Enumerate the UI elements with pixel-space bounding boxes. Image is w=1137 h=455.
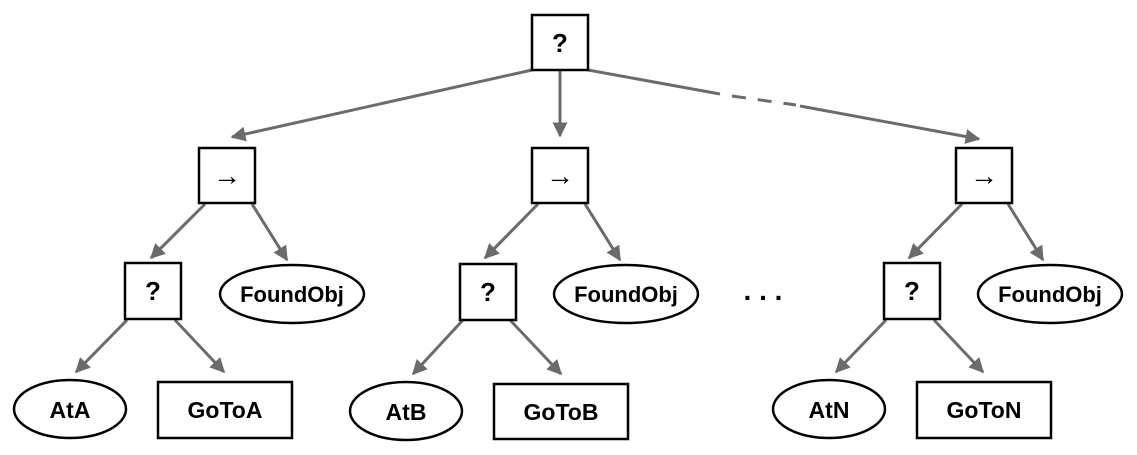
root-label: ? [552, 28, 568, 58]
edge-seq-n-to-found-n [1006, 203, 1045, 262]
fallback-label: ? [145, 276, 161, 306]
goto-action-a: GoToA [156, 380, 294, 440]
edge-fallback-a-to-goto-a [173, 318, 226, 374]
goto-label: GoToA [188, 397, 263, 423]
goto-label: GoToB [524, 399, 599, 425]
edge-fallback-a-to-at-a [74, 318, 129, 374]
found-obj-condition-n: FoundObj [976, 263, 1124, 325]
edge-fallback-b-to-goto-b [508, 318, 563, 376]
at-condition-n: AtN [771, 378, 887, 440]
goto-action-n: GoToN [915, 380, 1053, 440]
sequence-node-n: → [954, 146, 1014, 205]
edge-seq-n-to-fallback-n [907, 202, 964, 260]
edge-root-to-seq-a [230, 68, 533, 142]
root-fallback-node: ? [530, 13, 590, 72]
edge-seq-a-to-fallback-a [149, 202, 207, 260]
sequence-arrow-icon: → [970, 160, 998, 191]
at-label: AtA [50, 397, 91, 423]
at-label: AtB [386, 399, 427, 425]
edge-root-to-seq-n-dash [731, 94, 797, 107]
edge-root-to-seq-n-part1 [587, 68, 721, 96]
at-condition-b: AtB [348, 380, 464, 442]
sequence-node-a: → [197, 146, 257, 205]
fallback-node-b: ? [458, 262, 518, 322]
fallback-label: ? [480, 277, 496, 307]
edge-fallback-n-to-goto-n [932, 318, 985, 374]
edge-fallback-n-to-at-n [834, 318, 888, 374]
found-obj-label: FoundObj [240, 282, 344, 307]
found-obj-condition-a: FoundObj [218, 263, 366, 325]
edge-seq-b-to-fallback-b [483, 202, 540, 260]
sequence-node-b: → [530, 146, 590, 205]
edge-seq-a-to-found-a [250, 203, 289, 262]
sequence-arrow-icon: → [213, 160, 241, 191]
found-obj-label: FoundObj [998, 282, 1102, 307]
at-condition-a: AtA [12, 378, 128, 440]
edge-root-to-seq-n-part2 [799, 104, 981, 144]
at-label: AtN [809, 397, 850, 423]
fallback-node-n: ? [882, 261, 942, 321]
found-obj-label: FoundObj [574, 282, 678, 307]
sequence-arrow-icon: → [546, 160, 574, 191]
goto-action-b: GoToB [492, 382, 630, 441]
found-obj-condition-b: FoundObj [552, 263, 700, 325]
fallback-node-a: ? [123, 261, 183, 321]
goto-label: GoToN [947, 397, 1022, 423]
edge-seq-b-to-found-b [583, 203, 622, 262]
edge-fallback-b-to-at-b [411, 318, 465, 376]
ellipsis-text: . . . [744, 275, 783, 306]
fallback-label: ? [904, 276, 920, 306]
